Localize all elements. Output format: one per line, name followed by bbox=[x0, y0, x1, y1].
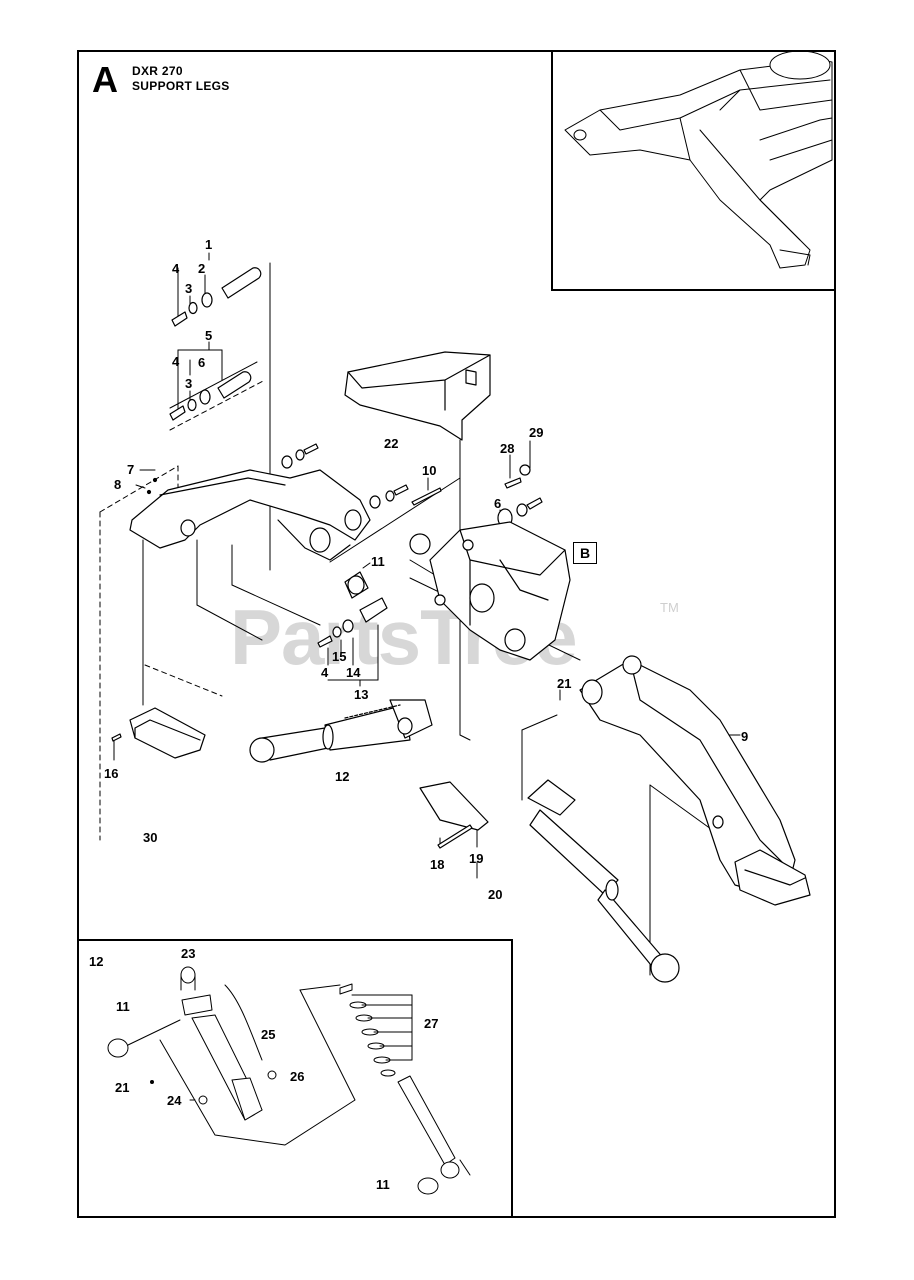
part-5-pin bbox=[169, 371, 252, 421]
callout-19: 19 bbox=[469, 851, 484, 866]
detail-12-box bbox=[77, 939, 513, 1218]
part-9-lower-leg bbox=[579, 655, 811, 906]
callout-20: 20 bbox=[488, 887, 503, 902]
callout-11a: 11 bbox=[371, 554, 385, 569]
fasteners-top bbox=[281, 443, 543, 555]
callout-1: 1 bbox=[205, 237, 213, 252]
part-30-foot-plate bbox=[111, 707, 206, 759]
callout-24: 24 bbox=[167, 1093, 182, 1108]
callout-27: 27 bbox=[424, 1016, 439, 1031]
model-title: DXR 270 bbox=[132, 64, 183, 78]
callout-18: 18 bbox=[430, 857, 445, 872]
callout-9: 9 bbox=[741, 729, 749, 744]
right-cylinder bbox=[527, 779, 680, 983]
callout-15: 15 bbox=[332, 649, 347, 664]
callout-4a: 4 bbox=[172, 261, 180, 276]
callout-3b: 3 bbox=[185, 376, 193, 391]
section-title: SUPPORT LEGS bbox=[132, 79, 230, 93]
callout-2: 2 bbox=[198, 261, 206, 276]
callout-10: 10 bbox=[422, 463, 437, 478]
callout-6b: 6 bbox=[494, 496, 502, 511]
part-12-cylinder bbox=[249, 699, 433, 763]
part-20-plate bbox=[419, 781, 489, 849]
callout-14: 14 bbox=[346, 665, 361, 680]
reference-box-b: B bbox=[573, 542, 597, 564]
callout-11b: 11 bbox=[116, 999, 130, 1014]
detail-12-drawing bbox=[107, 966, 471, 1195]
part-1-pin bbox=[171, 267, 262, 327]
part-7-upper-arm bbox=[129, 469, 371, 561]
part-22-cover bbox=[344, 351, 491, 441]
detail-title-12: 12 bbox=[89, 954, 104, 969]
callout-5: 5 bbox=[205, 328, 213, 343]
central-bracket bbox=[429, 521, 571, 661]
inset-machine-view bbox=[564, 50, 833, 269]
callout-23: 23 bbox=[181, 946, 196, 961]
callout-22: 22 bbox=[384, 436, 399, 451]
callout-25: 25 bbox=[261, 1027, 276, 1042]
callout-12a: 12 bbox=[335, 769, 350, 784]
callout-28: 28 bbox=[500, 441, 515, 456]
callout-3a: 3 bbox=[185, 281, 193, 296]
inset-view-box bbox=[551, 50, 836, 291]
callout-21a: 21 bbox=[557, 676, 572, 691]
callout-26: 26 bbox=[290, 1069, 305, 1084]
watermark-trademark: TM bbox=[660, 600, 679, 615]
callout-29: 29 bbox=[529, 425, 544, 440]
callout-21b: 21 bbox=[115, 1080, 130, 1095]
part-13-pin-set bbox=[317, 597, 388, 648]
part-11-bushing bbox=[344, 571, 369, 599]
callout-8: 8 bbox=[114, 477, 122, 492]
callout-4c: 4 bbox=[321, 665, 329, 680]
callout-16: 16 bbox=[104, 766, 119, 781]
callout-11c: 11 bbox=[376, 1177, 390, 1192]
callout-6a: 6 bbox=[198, 355, 206, 370]
callout-13: 13 bbox=[354, 687, 369, 702]
callout-4b: 4 bbox=[172, 354, 180, 369]
section-letter: A bbox=[92, 59, 118, 100]
callout-7: 7 bbox=[127, 462, 135, 477]
callout-30: 30 bbox=[143, 830, 158, 845]
